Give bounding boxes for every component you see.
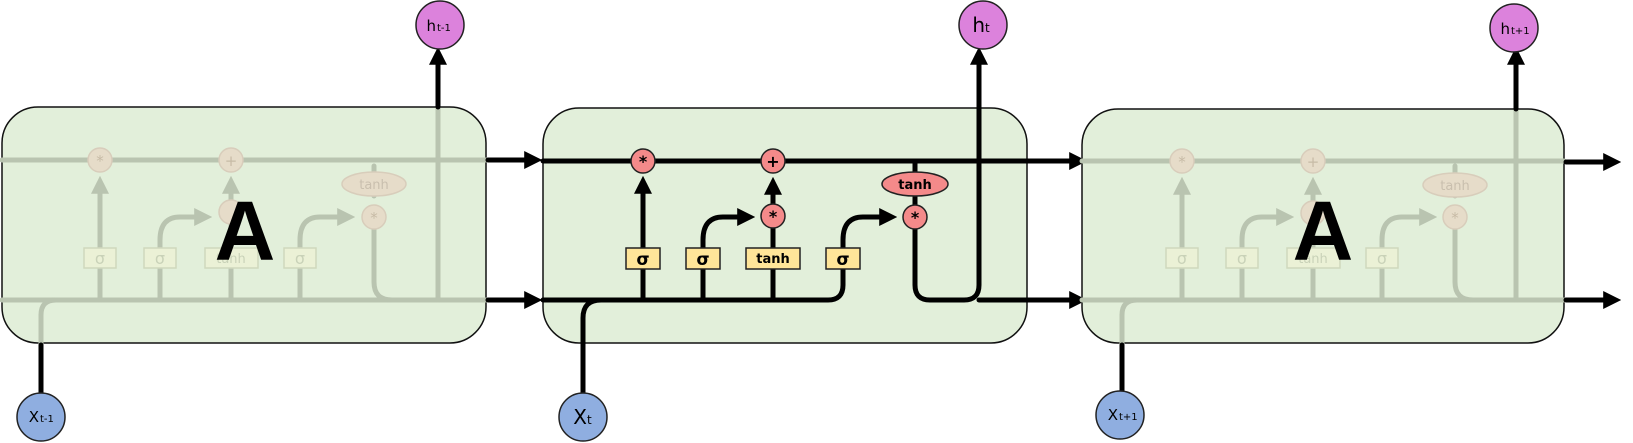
add-op-ghost-label: + xyxy=(225,152,238,170)
multiply-op-ghost-label: * xyxy=(96,152,104,170)
input-multiply-label: * xyxy=(769,207,778,226)
h-curr-sub: t xyxy=(985,21,990,35)
cell-label-previous: A xyxy=(215,184,276,278)
multiply-op-ghost-label: * xyxy=(1178,153,1186,171)
tanh-gate-ghost-label: tanh xyxy=(1298,252,1328,267)
x-next-main: X xyxy=(1108,406,1118,424)
cell-label-next: A xyxy=(1293,184,1354,278)
output-multiply-op xyxy=(902,204,928,230)
forget-multiply-label: * xyxy=(639,152,648,171)
multiply-op-ghost xyxy=(1169,148,1195,174)
candidate-tanh-gate xyxy=(745,247,801,270)
add-op-ghost xyxy=(218,147,244,173)
add-op-ghost-label: + xyxy=(1307,153,1320,171)
add-op xyxy=(760,148,786,174)
lstm-cell-next: * + tanh * σ σ tanh σ A xyxy=(1079,106,1567,348)
input-line-current xyxy=(580,297,604,395)
h-next-main: h xyxy=(1500,20,1510,38)
sigma-gate-ghost xyxy=(1225,247,1259,269)
x-curr-main: X xyxy=(573,405,587,429)
sigma-gate-ghost-label: σ xyxy=(1237,249,1247,268)
tanh-gate-ghost-label: tanh xyxy=(216,252,246,267)
multiply-op-ghost xyxy=(218,199,244,225)
x-prev-main: X xyxy=(29,408,39,426)
sigma-gate-ghost xyxy=(283,247,317,269)
sigma-gate-ghost-label: σ xyxy=(95,249,105,268)
lstm-cell-current: * + * tanh * σ σ tanh σ xyxy=(540,46,1088,395)
input-sigma-label: σ xyxy=(696,250,709,270)
h-prev-sub: t-1 xyxy=(437,23,451,34)
h-curr-main: h xyxy=(972,13,985,37)
multiply-op-ghost xyxy=(1442,204,1468,230)
add-op-label: + xyxy=(766,152,779,171)
lstm-cell-previous: * + tanh * σ σ tanh σ A xyxy=(0,104,489,348)
cell-box-next xyxy=(1081,108,1565,344)
sigma-gate-ghost xyxy=(143,247,177,269)
sigma-gate-ghost-label: σ xyxy=(1377,249,1387,268)
sigma-gate-ghost-label: σ xyxy=(155,249,165,268)
x-prev-sub: t-1 xyxy=(40,414,54,425)
output-sigma-label: σ xyxy=(836,250,849,270)
x-node-previous: X t-1 xyxy=(16,392,66,442)
input-sigma-gate xyxy=(685,247,721,270)
x-node-current: X t xyxy=(558,392,608,442)
sigma-gate-ghost xyxy=(83,247,117,269)
tanh-op-label: tanh xyxy=(898,178,932,193)
tanh-op-ghost xyxy=(1422,172,1488,198)
x-next-sub: t+1 xyxy=(1119,412,1138,423)
hidden-input-line xyxy=(540,255,846,303)
h-next-sub: t+1 xyxy=(1511,26,1530,37)
h-node-current: h t xyxy=(958,0,1008,50)
forget-multiply-op xyxy=(630,148,656,174)
cell-box-current xyxy=(542,107,1028,344)
candidate-tanh-label: tanh xyxy=(756,252,790,267)
multiply-op-ghost-label: * xyxy=(370,209,378,227)
h-node-next: h t+1 xyxy=(1489,3,1539,53)
cell-box-previous xyxy=(1,106,487,344)
sigma-gate-ghost xyxy=(1365,247,1399,269)
input-gate-line xyxy=(700,208,756,303)
tanh-gate-ghost xyxy=(204,247,259,269)
input-multiply-op xyxy=(760,203,786,229)
output-sigma-gate xyxy=(825,247,861,270)
tanh-op-ghost-label: tanh xyxy=(1440,179,1470,194)
tanh-op xyxy=(881,171,949,197)
multiply-op-ghost xyxy=(1300,200,1326,226)
sigma-gate-ghost-label: σ xyxy=(1177,249,1187,268)
output-arrow-current xyxy=(912,46,988,303)
forget-sigma-label: σ xyxy=(636,250,649,270)
sigma-gate-ghost-label: σ xyxy=(295,249,305,268)
multiply-op-ghost xyxy=(87,147,113,173)
h-prev-main: h xyxy=(426,17,436,35)
sigma-gate-ghost xyxy=(1165,247,1199,269)
output-gate-line xyxy=(840,208,898,261)
x-node-next: X t+1 xyxy=(1095,390,1145,440)
output-multiply-label: * xyxy=(911,208,920,227)
forget-sigma-gate xyxy=(625,247,661,270)
tanh-op-ghost-label: tanh xyxy=(359,178,389,193)
tanh-op-ghost xyxy=(341,171,407,197)
tanh-gate-ghost xyxy=(1286,247,1341,269)
multiply-op-ghost-label: * xyxy=(1451,209,1459,227)
multiply-op-ghost xyxy=(361,204,387,230)
x-curr-sub: t xyxy=(587,413,592,427)
add-op-ghost xyxy=(1300,148,1326,174)
h-node-previous: h t-1 xyxy=(415,0,465,50)
